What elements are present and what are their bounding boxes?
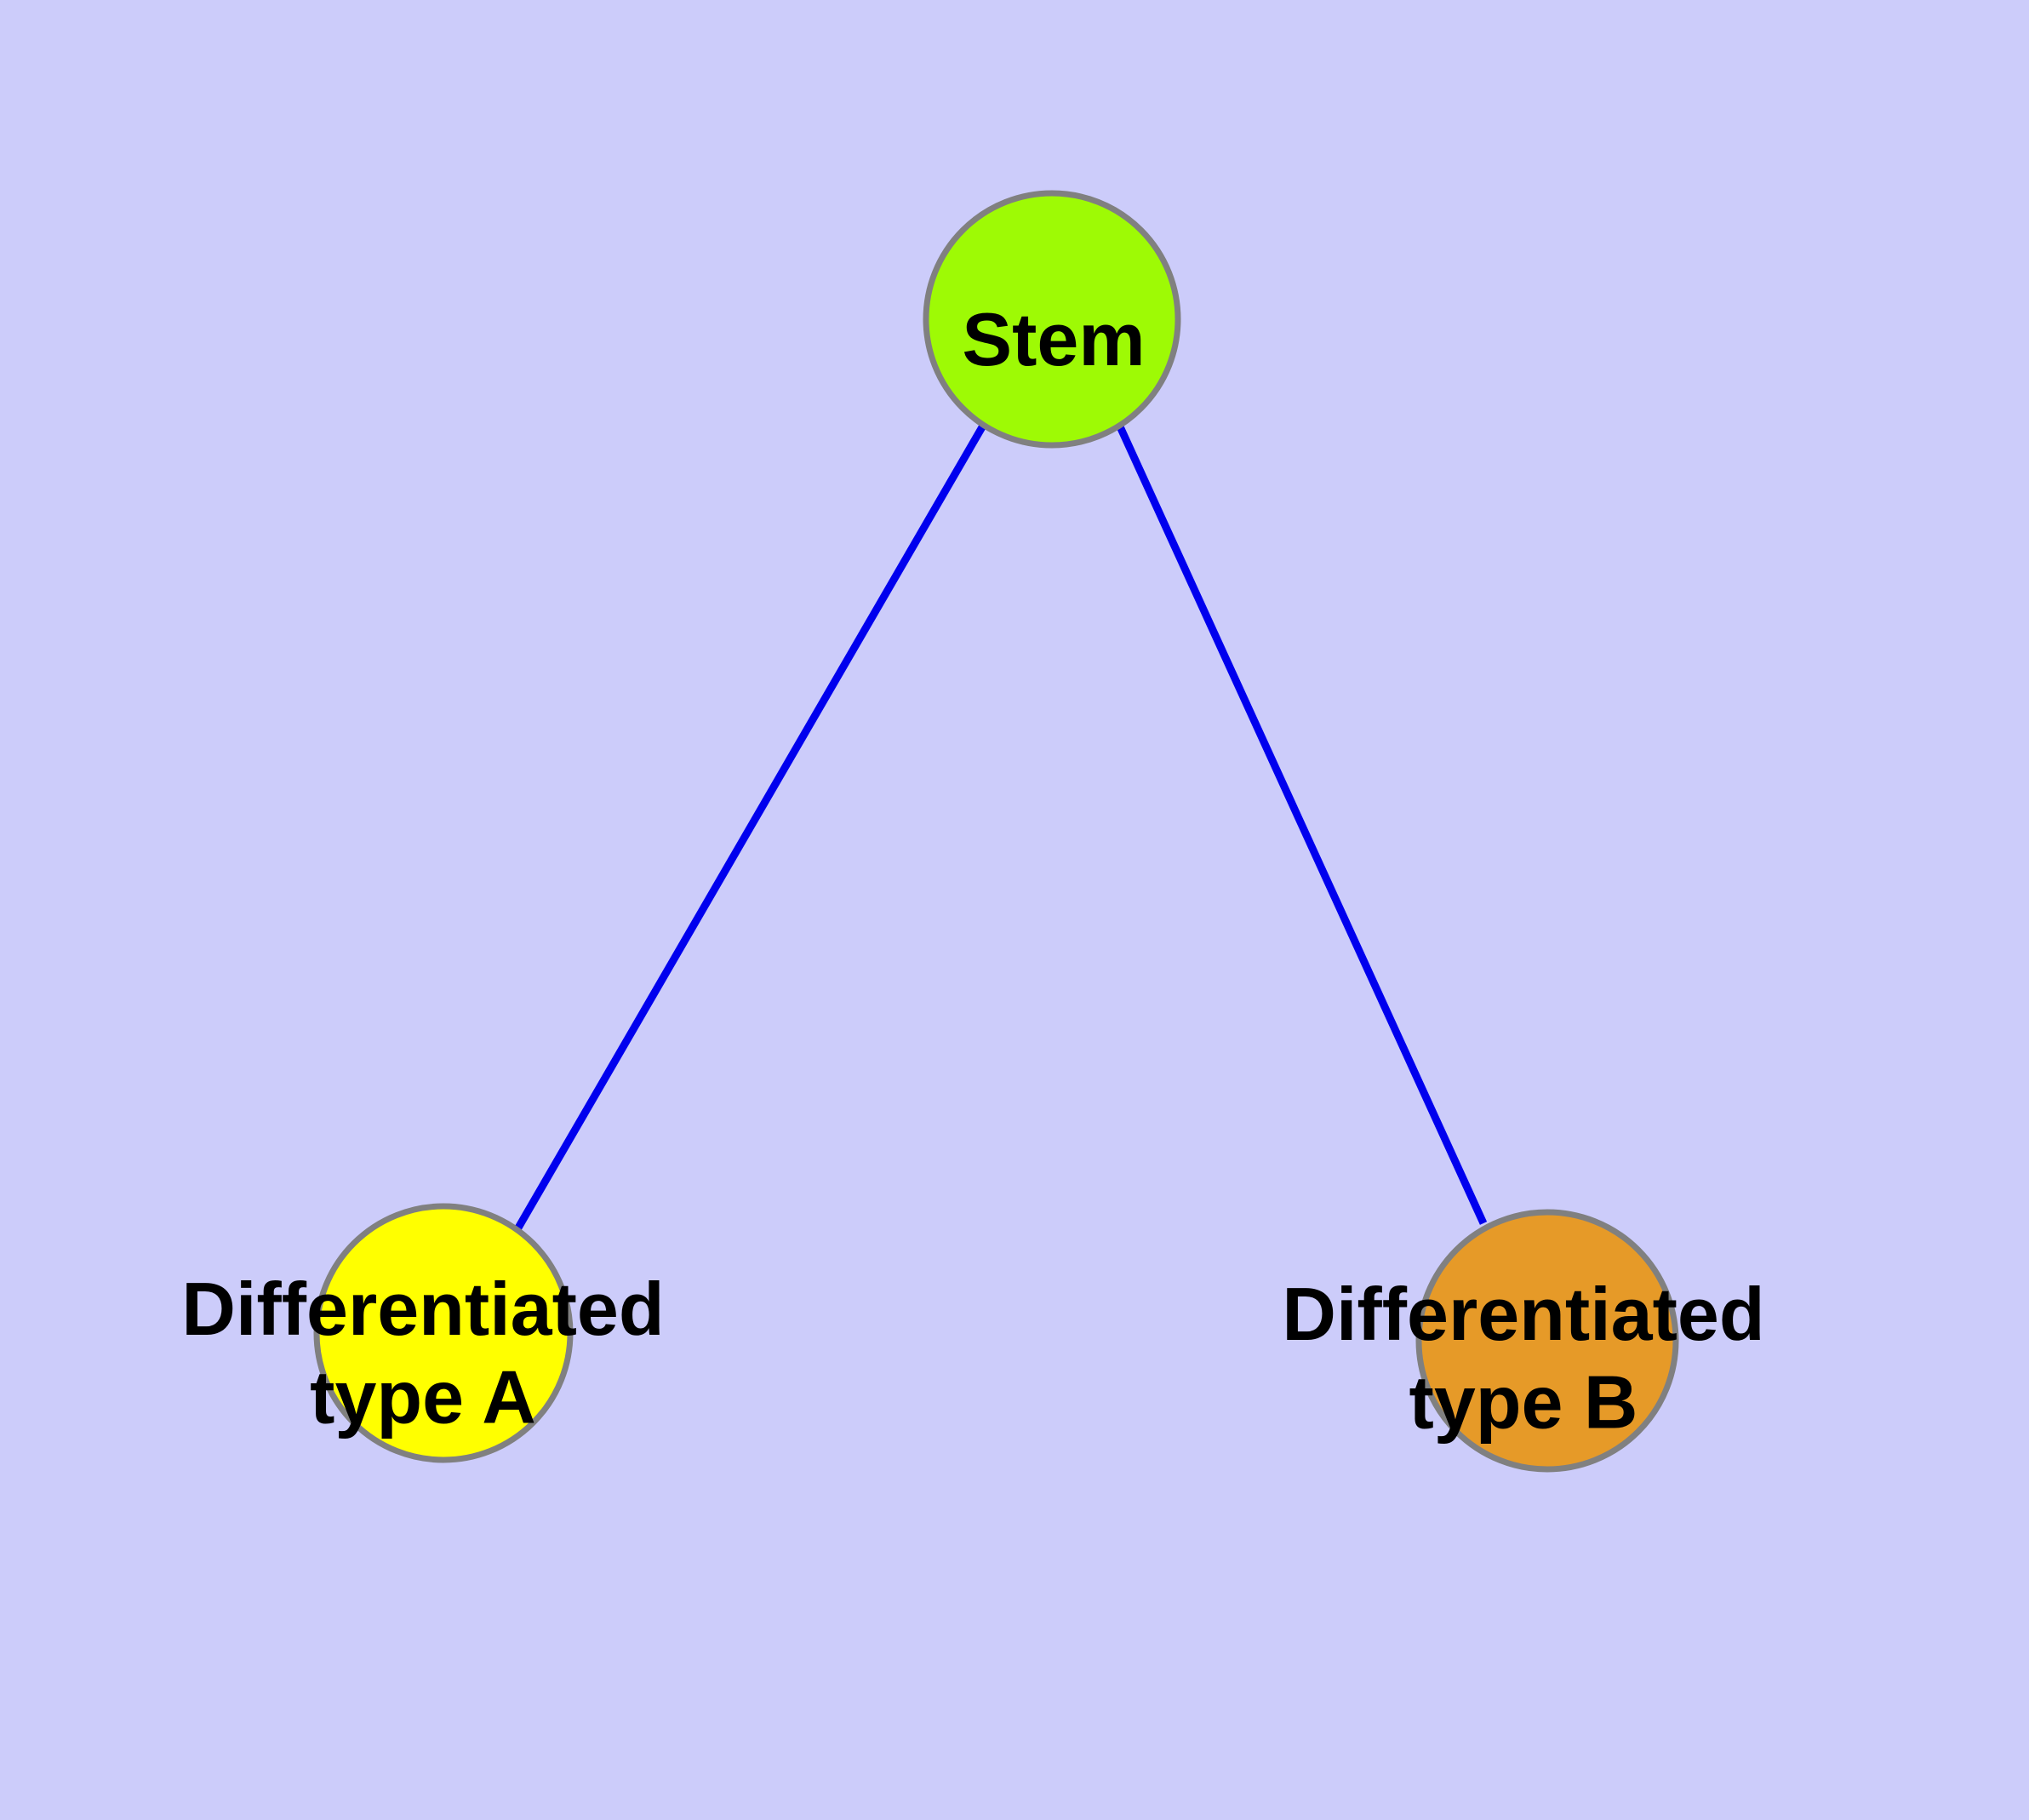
node-differentiated-type-a[interactable] (313, 1203, 574, 1463)
nodes-layer (313, 190, 1679, 1473)
node-stem[interactable] (923, 190, 1181, 449)
edges-layer (514, 423, 1488, 1232)
edge-stem-to-diff-b[interactable] (1115, 423, 1488, 1225)
edge-stem-to-diff-a[interactable] (514, 423, 986, 1232)
node-label-line: type B (1409, 1360, 1638, 1445)
node-label-line: Stem (962, 297, 1145, 381)
node-differentiated-type-b[interactable] (1415, 1209, 1679, 1473)
node-label-stem: Stem (962, 297, 1145, 381)
node-label-line: type A (310, 1355, 536, 1439)
node-label-line: Differentiated (181, 1267, 664, 1351)
node-label-line: Differentiated (1282, 1272, 1764, 1356)
